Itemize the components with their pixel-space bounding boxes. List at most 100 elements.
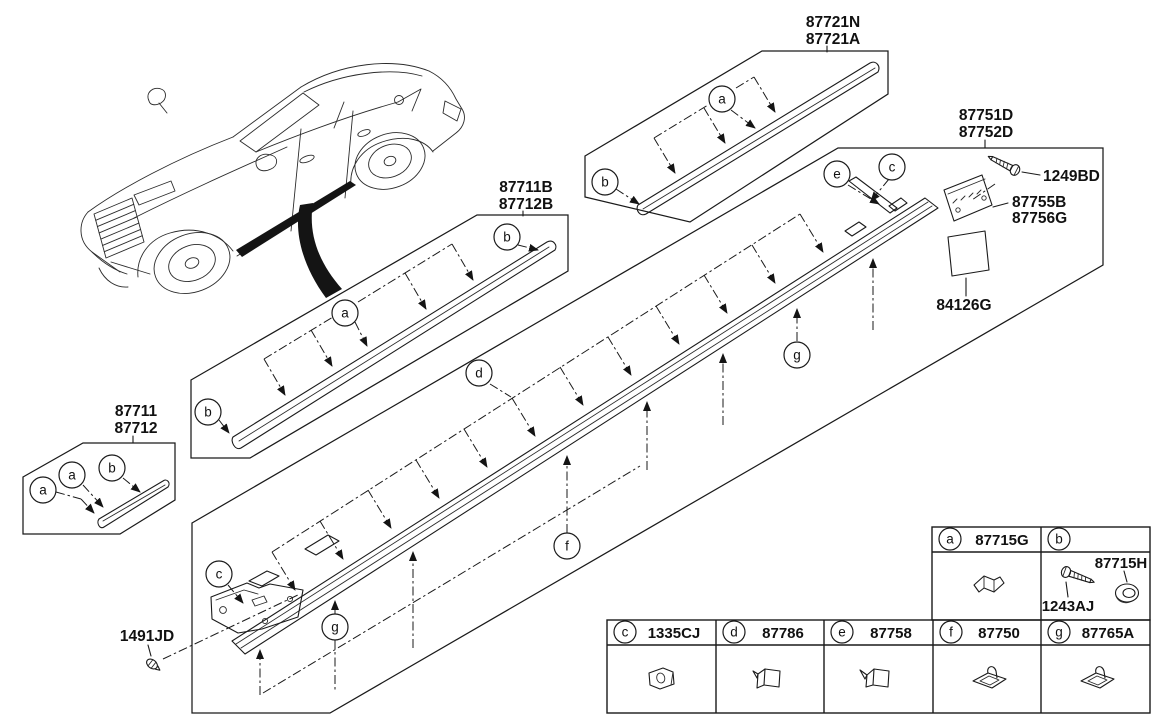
clip-icon-87786 (752, 668, 781, 689)
moulding-strip-87711 (97, 479, 170, 529)
fastener-1491jd: 1491JD (120, 593, 301, 671)
callout-letter: d (475, 366, 483, 381)
clip-ladder (263, 243, 474, 396)
callout-g (783, 341, 811, 369)
callout-letter: a (68, 468, 76, 483)
callout-a (708, 85, 736, 113)
side-mirror-far (147, 87, 168, 114)
callout-c (878, 153, 906, 181)
mounting-bracket (210, 570, 304, 634)
callout-letter: g (331, 620, 339, 635)
part-label: 87755B (1012, 194, 1066, 211)
part-label: 87711B (499, 179, 552, 196)
legend-table: a 87715G b 87715H 1243AJ c 1335CJ (606, 526, 1151, 714)
legend-cell-c: c 1335CJ (613, 620, 701, 690)
screw-1249bd-icon (985, 150, 1023, 178)
panel-87711: 87711 87712 a a b (22, 403, 176, 535)
legend-part-number: 87715G (975, 532, 1028, 549)
callout-letter: c (622, 625, 629, 640)
callout-letter: g (793, 348, 801, 363)
moulding-bracket-87755b (943, 174, 993, 222)
callout-letter: d (730, 625, 738, 640)
legend-part-number: 87765A (1082, 625, 1135, 642)
legend-cell-g: g 87765A (1047, 620, 1135, 689)
callout-letter: c (889, 160, 896, 175)
callout-f (553, 532, 581, 560)
callout-b (591, 168, 619, 196)
moulding-strip-sill (231, 197, 939, 655)
legend-part-number: 87750 (978, 625, 1020, 642)
callout-b (493, 223, 521, 251)
callout-c (205, 560, 233, 588)
legend-cell-b: b 87715H 1243AJ (1042, 527, 1148, 615)
front-wheel (153, 232, 231, 294)
legend-part-number: 1335CJ (648, 625, 701, 642)
callout-letter: a (341, 306, 349, 321)
lower-clip-lines (256, 258, 877, 695)
screw-icon-1243aj (1059, 564, 1097, 588)
clip-blade (848, 176, 898, 214)
panel-87711b: 87711B 87712B a b b (190, 179, 569, 459)
callout-letter: b (503, 230, 511, 245)
part-label: 87721A (806, 31, 860, 48)
callout-letter: f (565, 539, 569, 554)
part-label: 87751D (959, 107, 1013, 124)
callout-d (465, 359, 493, 387)
part-label: 87752D (959, 124, 1013, 141)
part-label: 84126G (936, 297, 991, 314)
fuel-door (394, 95, 404, 105)
clip-icon-1335cj (648, 667, 675, 690)
headlight (133, 180, 176, 206)
part-label: 87721N (806, 14, 860, 31)
callout-e (823, 160, 851, 188)
grille (93, 197, 145, 259)
grommet-icon-87715h (1114, 583, 1140, 604)
callout-letter: c (216, 567, 223, 582)
clip-icon-87758 (859, 668, 890, 688)
patch-84126g (947, 230, 990, 277)
side-mirror (255, 153, 278, 172)
legend-cell-e: e 87758 (830, 620, 912, 688)
callout-letter: e (833, 167, 841, 182)
part-label: 1249BD (1043, 168, 1100, 185)
callout-a (331, 299, 359, 327)
callout-letter: b (204, 405, 212, 420)
callout-letter: a (39, 483, 47, 498)
door-handle (299, 154, 315, 164)
legend-part-number: 1243AJ (1042, 598, 1095, 615)
callout-letter: e (838, 625, 846, 640)
callout-letter: b (601, 175, 609, 190)
clip-icon-87750 (972, 666, 1007, 689)
part-label: 87712 (114, 420, 157, 437)
sill-moulding-highlight (236, 181, 356, 257)
clip-ladder (653, 76, 776, 174)
clip-ladder (271, 213, 824, 591)
callout-a (29, 476, 57, 504)
callout-b (194, 398, 222, 426)
callout-letter: g (1055, 625, 1063, 640)
callout-a (58, 461, 86, 489)
legend-part-number: 87786 (762, 625, 804, 642)
rivet-icon (146, 658, 161, 671)
callout-letter: f (949, 625, 953, 640)
legend-cell-f: f 87750 (939, 620, 1020, 689)
clip-icon-87715g (973, 575, 1005, 593)
pointer-swoosh (297, 203, 342, 298)
part-label: 87756G (1012, 210, 1067, 227)
legend-cell-d: d 87786 (722, 620, 804, 689)
legend-part-number: 87758 (870, 625, 912, 642)
callout-letter: b (1055, 532, 1063, 547)
callout-letter: a (718, 92, 726, 107)
panel-87721: 87721N 87721A a b (584, 14, 889, 223)
car-illustration (80, 63, 465, 298)
panel-87751d: 87751D 87752D d (191, 107, 1104, 714)
legend-part-number: 87715H (1095, 555, 1148, 572)
part-label: 87711 (115, 403, 158, 420)
part-label: 87712B (499, 196, 553, 213)
taillight (442, 100, 462, 122)
clip-icon-87765a (1080, 666, 1115, 689)
callout-b (98, 454, 126, 482)
moulding-strip-87711b (231, 240, 557, 450)
